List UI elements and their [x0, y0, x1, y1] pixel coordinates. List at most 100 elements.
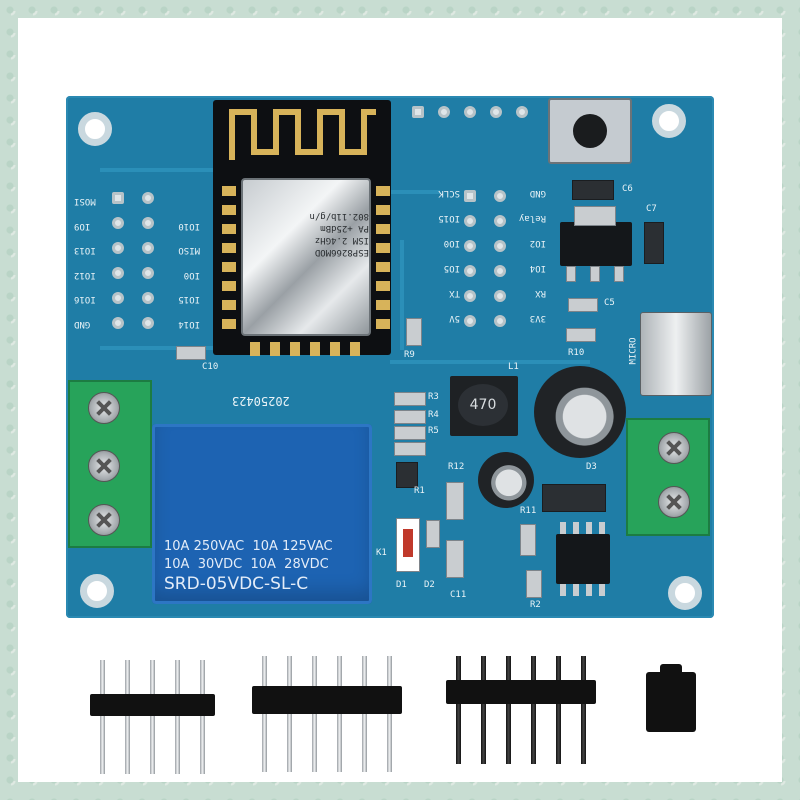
header-plastic [252, 686, 402, 714]
silk-r5: R5 [428, 426, 439, 436]
header-pad [112, 217, 124, 229]
header-pad [464, 240, 476, 252]
resistor-r10 [566, 328, 596, 342]
electrolytic-capacitor-small [478, 452, 534, 508]
silk-c10: C10 [202, 362, 219, 372]
esp-pin [222, 281, 236, 291]
resistor-r3 [394, 410, 426, 424]
header-pad [142, 292, 154, 304]
header-pad [112, 192, 124, 204]
silk-k1: K1 [376, 548, 387, 558]
wifi-module-label: ESP8266MOD ISM 2.4GHz PA +25dBm 802.11b/… [309, 211, 369, 257]
jumper-cap [646, 664, 696, 732]
capacitor-c5 [568, 298, 598, 312]
ic-pin [586, 584, 592, 596]
header-pad [464, 290, 476, 302]
header-pin [387, 656, 392, 772]
pcb-antenna [229, 109, 376, 160]
header-pin [125, 660, 130, 774]
pin-header-6pin-straight [252, 656, 402, 772]
header-pad [494, 290, 506, 302]
esp-pin [376, 300, 390, 310]
silk-d2: D2 [424, 580, 435, 590]
left-header-labels-inner: IO14 IO15 IO0 MISO IO10 [178, 221, 200, 329]
silk-r2: R2 [530, 600, 541, 610]
silk-r1: R1 [414, 486, 425, 496]
esp-pin [222, 186, 236, 196]
header-pin [362, 656, 367, 772]
terminal-screw[interactable] [658, 432, 690, 464]
esp-pin [222, 243, 236, 253]
header-pad [494, 240, 506, 252]
ic-pin [586, 522, 592, 534]
header-pin [456, 656, 461, 764]
header-pad [464, 315, 476, 327]
header-pad [142, 192, 154, 204]
terminal-screw[interactable] [88, 392, 120, 424]
ic-pin [560, 584, 566, 596]
date-code: 20250423 [232, 394, 290, 408]
pin-header-5pin [90, 660, 220, 776]
resistor-r9 [406, 318, 422, 346]
reset-push-button[interactable] [548, 98, 632, 164]
esp-pin [376, 262, 390, 272]
ic-pin [573, 584, 579, 596]
optocoupler-ic [556, 534, 610, 584]
header-pad [464, 190, 476, 202]
header-plastic [90, 694, 215, 716]
esp-pin [376, 224, 390, 234]
esp-pin [270, 342, 280, 356]
silk-r12: R12 [448, 462, 465, 472]
mounting-hole [668, 576, 702, 610]
silk-r3: R3 [428, 392, 439, 402]
resistor-r1 [394, 392, 426, 406]
silk-r11: R11 [520, 506, 537, 516]
header-pad [112, 292, 124, 304]
esp-pin [376, 243, 390, 253]
esp-pin [222, 300, 236, 310]
silk-c5: C5 [604, 298, 615, 308]
header-pad [490, 106, 502, 118]
capacitor-c6 [572, 180, 614, 200]
esp-pin [376, 319, 390, 329]
header-pin [481, 656, 486, 764]
esp-pin [222, 224, 236, 234]
resistor-r2 [520, 524, 536, 556]
terminal-screw[interactable] [88, 450, 120, 482]
mounting-hole [78, 112, 112, 146]
header-pad [438, 106, 450, 118]
ic-pin [599, 584, 605, 596]
terminal-screw[interactable] [658, 486, 690, 518]
power-inductor: 470 [450, 376, 518, 436]
esp-pin [310, 342, 320, 356]
header-plastic [446, 680, 596, 704]
header-pin [175, 660, 180, 774]
header-pad [112, 317, 124, 329]
capacitor-c11 [446, 540, 464, 578]
resistor-r12b [526, 570, 542, 598]
diode-d2 [426, 520, 440, 548]
left-header-labels: GND IO16 IO12 IO13 IO9 MOSI [74, 196, 96, 330]
header-pin [531, 656, 536, 764]
silk-r9: R9 [404, 350, 415, 360]
esp-pin [330, 342, 340, 356]
silk-c7: C7 [646, 204, 657, 214]
relay-ratings: 10A 250VAC 10A 125VAC 10A 30VDC 10A 28VD… [164, 539, 333, 572]
voltage-regulator [560, 222, 632, 266]
header-pin [150, 660, 155, 774]
header-pad [464, 215, 476, 227]
header-pad [494, 315, 506, 327]
esp-pin [376, 205, 390, 215]
header-pin [200, 660, 205, 774]
header-pad [464, 106, 476, 118]
rf-shield-can: ESP8266MOD ISM 2.4GHz PA +25dBm 802.11b/… [241, 178, 371, 336]
silk-c11: C11 [450, 590, 467, 600]
header-pad [112, 267, 124, 279]
terminal-screw[interactable] [88, 504, 120, 536]
silk-d3: D3 [586, 462, 597, 472]
center-right-labels: 3V3 RX IO4 IO2 Relay GND [518, 188, 546, 323]
header-pad [142, 242, 154, 254]
silk-r4: R4 [428, 410, 439, 420]
micro-usb-port[interactable] [640, 312, 712, 396]
